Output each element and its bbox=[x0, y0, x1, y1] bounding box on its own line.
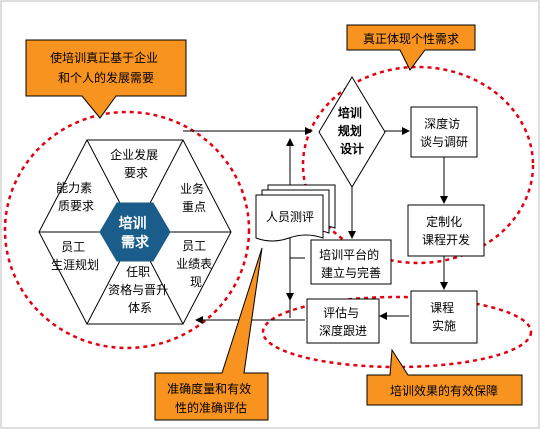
demand-hexagon bbox=[38, 139, 232, 325]
design-label: 培训 规划 设计 bbox=[338, 105, 366, 156]
callout-top-left-text: 使培训真正基于企业 和个人的发展需要 bbox=[50, 50, 162, 85]
platform-box bbox=[310, 239, 392, 285]
interview-box bbox=[410, 106, 478, 158]
design-diamond bbox=[318, 76, 386, 188]
segment-upper-right-label: 业务 重点 bbox=[180, 181, 208, 214]
customize-box bbox=[407, 204, 485, 257]
platform-label: 培训平台的 建立与完善 bbox=[319, 247, 383, 280]
segment-lower-left-label: 员工 生涯规划 bbox=[51, 240, 99, 272]
assessment-label: 人员测评 bbox=[266, 210, 314, 224]
callout-top-left bbox=[25, 39, 187, 119]
center-label: 培训 需求 bbox=[119, 215, 152, 251]
evaluate-label: 评估与 深度跟进 bbox=[319, 306, 367, 338]
assessment-documents bbox=[255, 184, 336, 242]
callout-bottom-right-text: 培训效果的有效保障 bbox=[390, 383, 498, 398]
center-hexagon bbox=[99, 202, 171, 262]
callout-bottom-middle bbox=[154, 247, 269, 421]
callout-top-right bbox=[346, 24, 476, 71]
effect-dashed-ellipse bbox=[261, 295, 533, 369]
segment-bottom-label: 任职 资格与晋升 体系 bbox=[108, 265, 172, 315]
interview-label: 深度访 谈与调研 bbox=[420, 116, 468, 149]
callout-bottom-middle-text: 准确度量和有效 性的准确评估 bbox=[167, 381, 255, 415]
implement-box bbox=[410, 290, 478, 344]
callout-top-right-text: 真正体现个性需求 bbox=[363, 32, 459, 46]
implement-label: 课程 实施 bbox=[430, 300, 458, 333]
callout-bottom-right bbox=[366, 348, 523, 406]
segment-upper-left-label: 能力素 质要求 bbox=[56, 181, 96, 213]
personalization-dashed-ellipse bbox=[301, 65, 535, 265]
customize-label: 定制化 课程开发 bbox=[422, 214, 470, 247]
segment-lower-right-label: 员工 业绩表 现 bbox=[176, 239, 216, 289]
demand-dashed-ellipse bbox=[3, 110, 251, 350]
evaluate-box bbox=[306, 298, 380, 344]
segment-top-label: 企业发展 要求 bbox=[110, 147, 162, 180]
